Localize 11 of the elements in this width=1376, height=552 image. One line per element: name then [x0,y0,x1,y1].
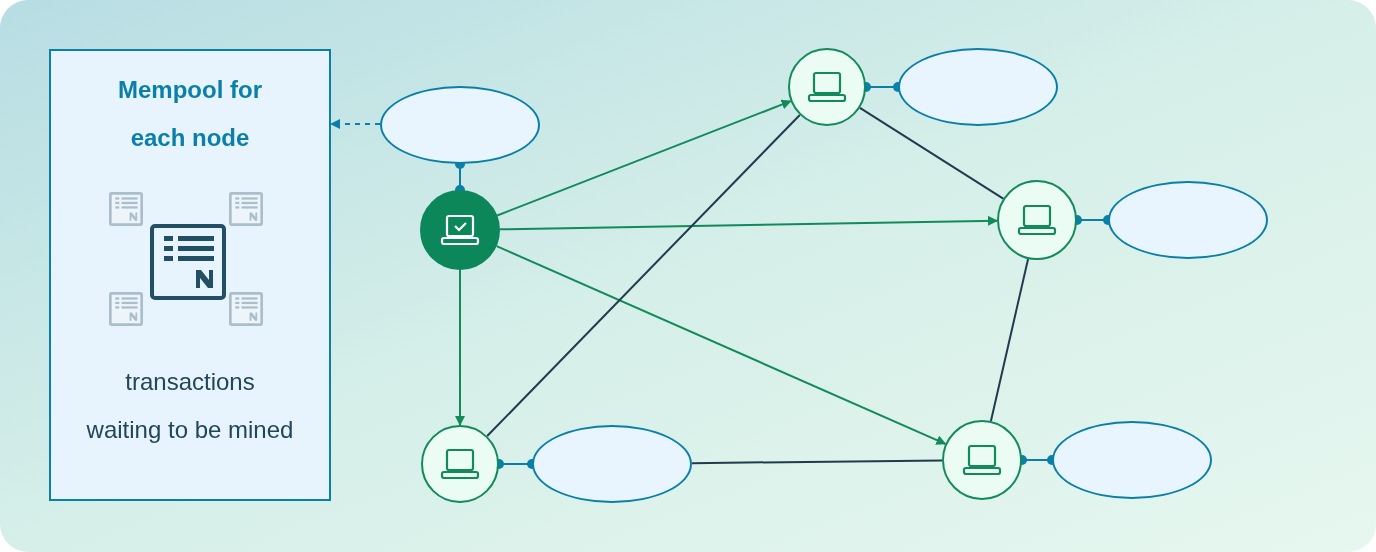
arrow [330,119,381,129]
connection-line [691,459,943,465]
connection-line [989,258,1030,422]
arrow [499,215,998,231]
panel-title: Mempool for each node [117,75,263,153]
connection-line [858,106,1005,200]
connection-line [486,113,801,438]
panel-description: transactions waiting to be mined [85,367,295,445]
mempool-panel [49,49,331,501]
arrow [455,269,465,426]
arrow [495,245,947,445]
